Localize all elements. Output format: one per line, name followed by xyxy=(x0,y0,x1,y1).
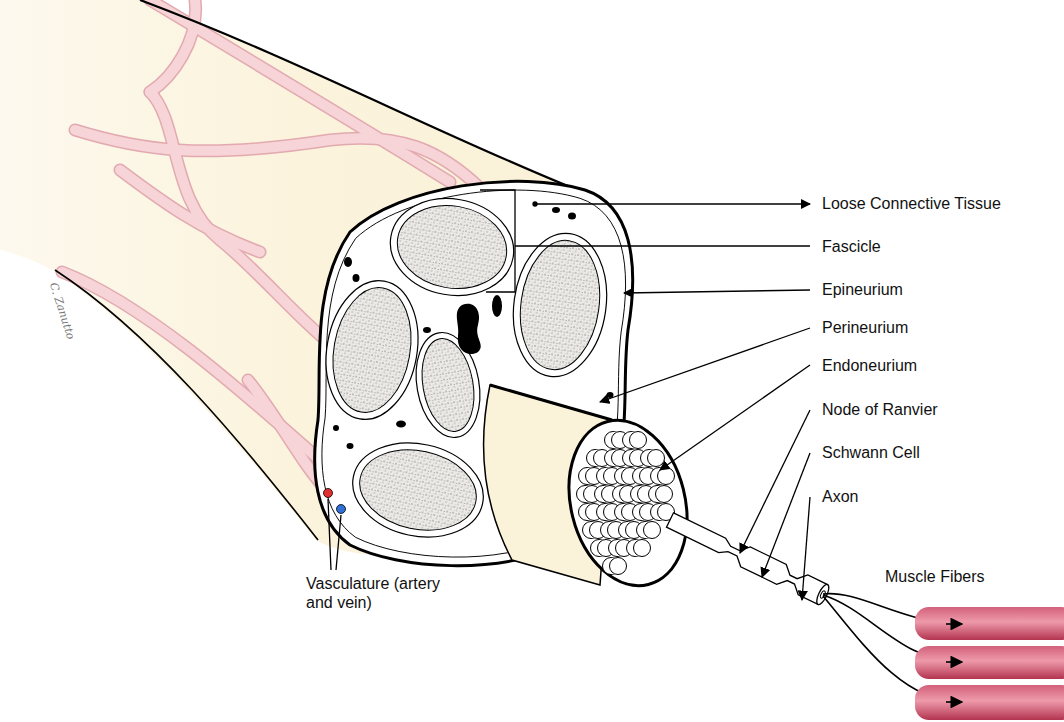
vessel-lumen xyxy=(347,443,354,449)
perineurium xyxy=(344,431,492,548)
vessel-lumen xyxy=(568,213,576,220)
muscle-fiber xyxy=(915,607,1064,640)
vessel-lumen xyxy=(353,274,360,282)
vessel-lumen xyxy=(492,295,502,317)
branch-end xyxy=(946,623,962,625)
nerve-fiber xyxy=(603,558,627,575)
perineurium-edge xyxy=(490,385,612,420)
perineurium xyxy=(504,227,615,382)
artery xyxy=(324,489,333,498)
leader-line xyxy=(660,365,810,470)
leader-line xyxy=(336,515,341,570)
nerve-fiber xyxy=(623,432,647,449)
part-label: Loose Connective Tissue xyxy=(822,194,1001,213)
part-label: Endoneurium xyxy=(822,356,917,375)
vessel-lumen xyxy=(333,425,339,431)
leader-line xyxy=(515,245,810,246)
fascicle xyxy=(512,235,607,375)
nerve-fibers xyxy=(577,432,675,575)
part-label: Muscle Fibers xyxy=(885,567,985,586)
vessel-lumen xyxy=(457,304,481,354)
nerve-fiber xyxy=(649,486,673,503)
vein xyxy=(337,505,346,514)
leader-line xyxy=(600,328,810,402)
perineurium-face xyxy=(552,408,703,599)
vessel-outline xyxy=(150,92,340,352)
vessel xyxy=(120,170,260,252)
muscle-branch-ends xyxy=(946,624,962,702)
vessel-outline xyxy=(120,170,260,252)
part-label: Axon xyxy=(822,487,858,506)
branch-end xyxy=(946,701,962,703)
leader-lines xyxy=(328,190,810,600)
vessel-lumen xyxy=(423,327,431,333)
part-label: Schwann Cell xyxy=(822,443,920,462)
epineurium xyxy=(315,181,633,565)
trunk-edge xyxy=(140,0,590,195)
leader-line xyxy=(802,497,810,600)
fascicle xyxy=(324,281,421,418)
perineurium xyxy=(316,273,429,427)
part-label: Perineurium xyxy=(822,318,908,337)
leader-line xyxy=(624,290,810,293)
nerve-fiber xyxy=(641,450,665,467)
nerve-fiber xyxy=(651,468,675,485)
part-label: Node of Ranvier xyxy=(822,400,938,419)
leader-line xyxy=(328,499,331,570)
leader-line xyxy=(762,453,810,577)
nerve-fiber xyxy=(627,540,651,557)
nerve-fiber xyxy=(637,522,661,539)
part-label: Vasculature (artery and vein) xyxy=(306,574,441,612)
fascicle xyxy=(391,197,514,297)
muscle-fiber xyxy=(915,685,1064,720)
perineurium xyxy=(383,189,522,305)
part-label: Fascicle xyxy=(822,237,881,256)
myelinated-axon xyxy=(665,510,831,606)
vessel-lumen xyxy=(344,257,352,267)
part-label: Epineurium xyxy=(822,280,903,299)
bracket xyxy=(480,190,515,292)
leader-line xyxy=(535,203,810,204)
vessel xyxy=(150,92,340,352)
vessel-lumen xyxy=(396,421,406,428)
vessel-lumen xyxy=(552,207,560,213)
signature: C. Zanutto xyxy=(44,280,80,342)
fascicle xyxy=(352,440,484,541)
muscle-fiber xyxy=(915,646,1064,679)
trunk-edge xyxy=(55,270,318,540)
branch-end xyxy=(946,661,962,663)
